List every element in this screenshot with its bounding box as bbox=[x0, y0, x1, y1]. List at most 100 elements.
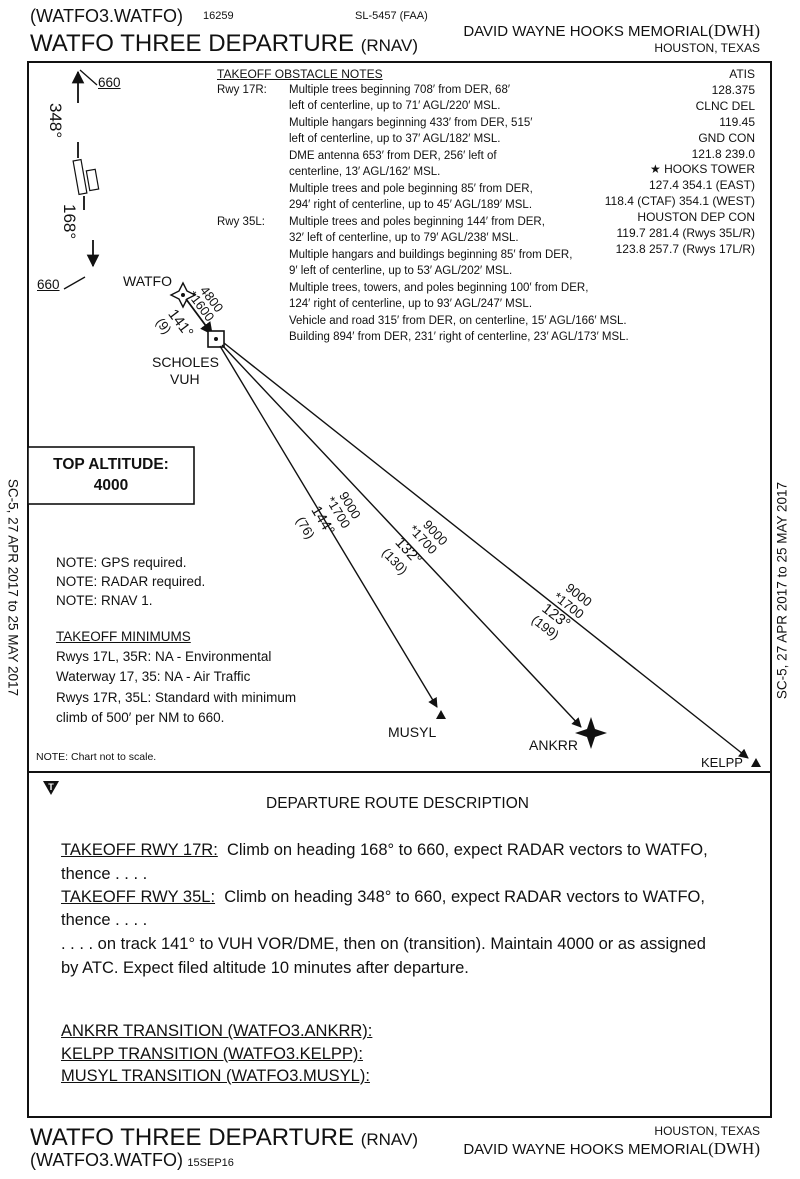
frequency-line: ATIS bbox=[729, 67, 755, 81]
route-rwy17r: TAKEOFF RWY 17R: Climb on heading 168° t… bbox=[61, 841, 708, 860]
computer-code: (WATFO3.WATFO) bbox=[30, 6, 183, 26]
route-rwy35l-label: TAKEOFF RWY 35L: bbox=[61, 888, 216, 906]
obstacle-note-line: centerline, 13′ AGL/162′ MSL. bbox=[289, 166, 441, 178]
frequency-line: 128.375 bbox=[711, 83, 755, 97]
ankrr-track bbox=[221, 344, 582, 728]
takeoff-minimum-line: Rwys 17L, 35R: NA - Environmental bbox=[56, 649, 272, 664]
sl-number: SL-5457 (FAA) bbox=[355, 10, 428, 22]
footer-airport-name: DAVID WAYNE HOOKS MEMORIAL bbox=[463, 1141, 709, 1158]
takeoff-minimums-heading: TAKEOFF MINIMUMS bbox=[56, 629, 191, 644]
footer-procedure-title: WATFO THREE DEPARTURE (RNAV) bbox=[30, 1124, 418, 1152]
route-description-frame bbox=[27, 771, 772, 1118]
heading-north-label: 348° bbox=[46, 103, 65, 139]
transition-kelpp: KELPP TRANSITION (WATFO3.KELPP): bbox=[61, 1045, 363, 1063]
footer-computer-code: (WATFO3.WATFO) bbox=[30, 1150, 183, 1170]
frequency-line: GND CON bbox=[698, 131, 755, 145]
frequency-line: HOUSTON DEP CON bbox=[637, 210, 755, 224]
route-rwy35l-cont: thence . . . . bbox=[61, 911, 148, 929]
obstacle-note-line: 9′ left of centerline, up to 53′ AGL/202… bbox=[289, 265, 513, 277]
top-altitude-box bbox=[27, 446, 195, 505]
kelpp-label: KELPP bbox=[701, 755, 743, 770]
obstacle-note-line: Multiple trees beginning 708′ from DER, … bbox=[289, 84, 511, 96]
kelpp-fix-symbol bbox=[751, 758, 761, 767]
procedure-name: WATFO THREE DEPARTURE bbox=[30, 30, 355, 57]
footer-procedure-name: WATFO THREE DEPARTURE bbox=[30, 1124, 355, 1151]
obstacle-note-line: 124′ right of centerline, up to 93′ AGL/… bbox=[289, 298, 533, 310]
amendment-number: 16259 bbox=[203, 10, 234, 22]
airport-name: DAVID WAYNE HOOKS MEMORIAL bbox=[463, 23, 709, 40]
obstacle-note-line: Vehicle and road 315′ from DER, on cente… bbox=[289, 315, 627, 327]
city-state-header: HOUSTON, TEXAS bbox=[654, 41, 760, 55]
obstacle-note-line: Multiple trees and poles beginning 144′ … bbox=[289, 216, 545, 228]
footer-airport-id: (DWH) bbox=[708, 1139, 760, 1158]
frequency-line: 119.7 281.4 (Rwys 35L/R) bbox=[616, 226, 755, 240]
procedure-title: WATFO THREE DEPARTURE (RNAV) bbox=[30, 30, 418, 58]
top-altitude-label: TOP ALTITUDE: bbox=[53, 456, 169, 473]
frequency-line: 118.4 (CTAF) 354.1 (WEST) bbox=[604, 194, 755, 208]
route-track-line: . . . . on track 141° to VUH VOR/DME, th… bbox=[61, 935, 706, 953]
obstacle-note-line: Multiple trees and pole beginning 85′ fr… bbox=[289, 183, 533, 195]
watfo-waypoint bbox=[169, 281, 197, 309]
heading-south-label: 168° bbox=[60, 204, 79, 240]
runway-alt-bottom: 660 bbox=[37, 277, 60, 292]
runway-17l-35r bbox=[72, 158, 88, 196]
airport-id: (DWH) bbox=[708, 21, 760, 40]
obstacle-note-line: left of centerline, up to 37′ AGL/182′ M… bbox=[289, 133, 501, 145]
route-rwy17r-cont: thence . . . . bbox=[61, 865, 148, 883]
runway-17r-35l bbox=[85, 168, 100, 192]
nonstandard-minimums-icon: T bbox=[43, 781, 59, 795]
obstacle-rwy17r-label: Rwy 17R: bbox=[217, 84, 267, 96]
takeoff-minimum-line: Waterway 17, 35: NA - Air Traffic bbox=[56, 669, 251, 684]
obstacle-note-line: 32′ left of centerline, up to 79′ AGL/23… bbox=[289, 232, 519, 244]
route-rwy17r-text: Climb on heading 168° to 660, expect RAD… bbox=[226, 841, 708, 859]
navaid-name: SCHOLES bbox=[152, 354, 219, 370]
obstacle-notes-heading: TAKEOFF OBSTACLE NOTES bbox=[217, 67, 383, 81]
route-atc-line: by ATC. Expect filed altitude 10 minutes… bbox=[61, 959, 469, 977]
obstacle-note-line: left of centerline, up to 71′ AGL/220′ M… bbox=[289, 100, 501, 112]
plan-view-graphics bbox=[27, 69, 761, 767]
not-to-scale-note: NOTE: Chart not to scale. bbox=[36, 751, 157, 763]
musyl-label: MUSYL bbox=[388, 724, 437, 740]
takeoff-minimum-line: climb of 500′ per NM to 660. bbox=[56, 710, 225, 725]
runway-alt-top: 660 bbox=[98, 75, 121, 90]
footer-procedure-type: (RNAV) bbox=[360, 1130, 418, 1149]
frequency-line: ★ HOOKS TOWER bbox=[650, 162, 755, 176]
note-gps: NOTE: GPS required. bbox=[56, 555, 187, 570]
ankrr-fix-symbol bbox=[575, 717, 607, 749]
frequency-line: 123.8 257.7 (Rwys 17L/R) bbox=[615, 242, 755, 256]
kelpp-track bbox=[223, 342, 749, 759]
airport-name-header: DAVID WAYNE HOOKS MEMORIAL(DWH) bbox=[463, 21, 760, 41]
transition-musyl: MUSYL TRANSITION (WATFO3.MUSYL): bbox=[61, 1067, 370, 1085]
obstacle-note-line: Multiple hangars beginning 433′ from DER… bbox=[289, 117, 533, 129]
frequency-line: 121.8 239.0 bbox=[691, 147, 755, 161]
frequency-line: CLNC DEL bbox=[695, 99, 755, 113]
obstacle-note-line: Building 894′ from DER, 231′ right of ce… bbox=[289, 331, 629, 343]
musyl-fix-symbol bbox=[436, 710, 446, 719]
note-radar: NOTE: RADAR required. bbox=[56, 574, 206, 589]
frequency-line: 119.45 bbox=[719, 115, 755, 129]
procedure-type: (RNAV) bbox=[360, 36, 418, 55]
route-rwy35l-text: Climb on heading 348° to 660, expect RAD… bbox=[224, 888, 705, 906]
obstacle-rwy35l-label: Rwy 35L: bbox=[217, 216, 265, 228]
transition-ankrr: ANKRR TRANSITION (WATFO3.ANKRR): bbox=[61, 1022, 373, 1040]
footer-computer-code-row: (WATFO3.WATFO) 15SEP16 bbox=[30, 1150, 234, 1171]
watfo-vuh-leg bbox=[185, 298, 213, 336]
footer-airport: DAVID WAYNE HOOKS MEMORIAL(DWH) bbox=[463, 1139, 760, 1159]
obstacle-note-line: 294′ right of centerline, up to 45′ AGL/… bbox=[289, 199, 533, 211]
note-rnav: NOTE: RNAV 1. bbox=[56, 593, 153, 608]
navaid-id: VUH bbox=[170, 371, 200, 387]
footer-city-state: HOUSTON, TEXAS bbox=[654, 1124, 760, 1138]
frequency-line: 127.4 354.1 (EAST) bbox=[648, 178, 755, 192]
footer-date: 15SEP16 bbox=[187, 1157, 234, 1169]
runway-alt-top-leader bbox=[79, 69, 98, 86]
obstacle-note-line: Multiple hangars and buildings beginning… bbox=[289, 249, 573, 261]
obstacle-note-line: Multiple trees, towers, and poles beginn… bbox=[289, 282, 589, 294]
route-rwy35l: TAKEOFF RWY 35L: Climb on heading 348° t… bbox=[61, 888, 705, 907]
musyl-track bbox=[219, 345, 438, 708]
top-altitude-value: 4000 bbox=[93, 477, 129, 494]
watfo-label: WATFO bbox=[123, 273, 172, 289]
takeoff-minimum-line: Rwys 17R, 35L: Standard with minimum bbox=[56, 690, 297, 705]
runway-alt-bottom-leader bbox=[63, 276, 86, 290]
route-description-heading: DEPARTURE ROUTE DESCRIPTION bbox=[266, 795, 529, 812]
route-rwy17r-label: TAKEOFF RWY 17R: bbox=[61, 841, 218, 859]
